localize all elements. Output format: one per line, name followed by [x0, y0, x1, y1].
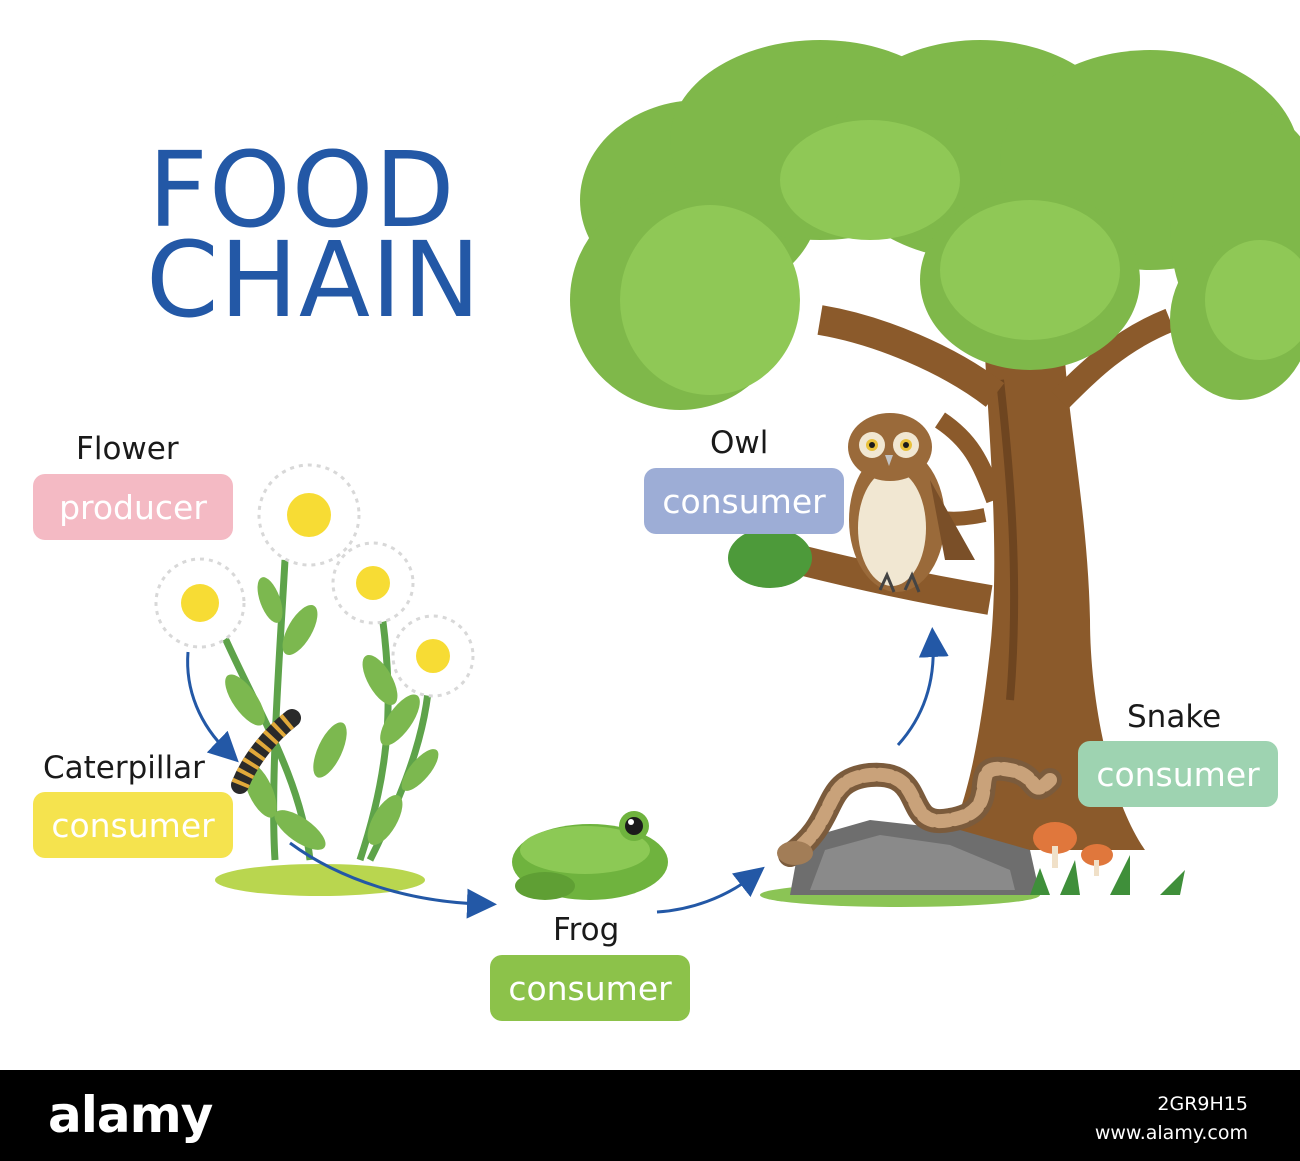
food-chain-diagram: FOOD CHAIN — [33, 40, 1300, 1021]
title-line-2: CHAIN — [146, 219, 482, 341]
flower-name: Flower — [76, 431, 179, 467]
owl-role-badge: consumer — [644, 468, 844, 534]
site-url: www.alamy.com — [1094, 1122, 1248, 1144]
caterpillar-role-badge: consumer — [33, 792, 233, 858]
tree-illustration — [570, 40, 1300, 850]
title-line-1: FOOD — [148, 129, 456, 251]
frog-illustration — [512, 811, 668, 900]
illustration — [154, 40, 1300, 919]
arrow-flower-to-caterpillar — [186, 651, 239, 763]
flower-role-badge: producer — [33, 474, 233, 540]
food-chain-arrows — [186, 627, 949, 919]
frog-role-badge: consumer — [490, 955, 690, 1021]
snake-name: Snake — [1127, 699, 1222, 735]
owl-illustration — [848, 413, 975, 593]
arrow-snake-to-owl — [896, 627, 949, 747]
footer-bar: alamy 2GR9H15 www.alamy.com — [0, 1070, 1300, 1161]
image-credit: 2GR9H15 www.alamy.com — [1095, 1090, 1248, 1148]
arrow-caterpillar-to-frog — [289, 841, 497, 919]
caterpillar-illustration — [231, 709, 301, 794]
caterpillar-name: Caterpillar — [43, 750, 205, 786]
alamy-logo: alamy — [48, 1086, 213, 1144]
snake-role-badge: consumer — [1078, 741, 1278, 807]
arrow-frog-to-snake — [656, 866, 765, 914]
frog-name: Frog — [553, 912, 620, 948]
image-id: 2GR9H15 — [1157, 1093, 1248, 1115]
owl-name: Owl — [710, 425, 769, 461]
snake-illustration — [760, 756, 1185, 907]
